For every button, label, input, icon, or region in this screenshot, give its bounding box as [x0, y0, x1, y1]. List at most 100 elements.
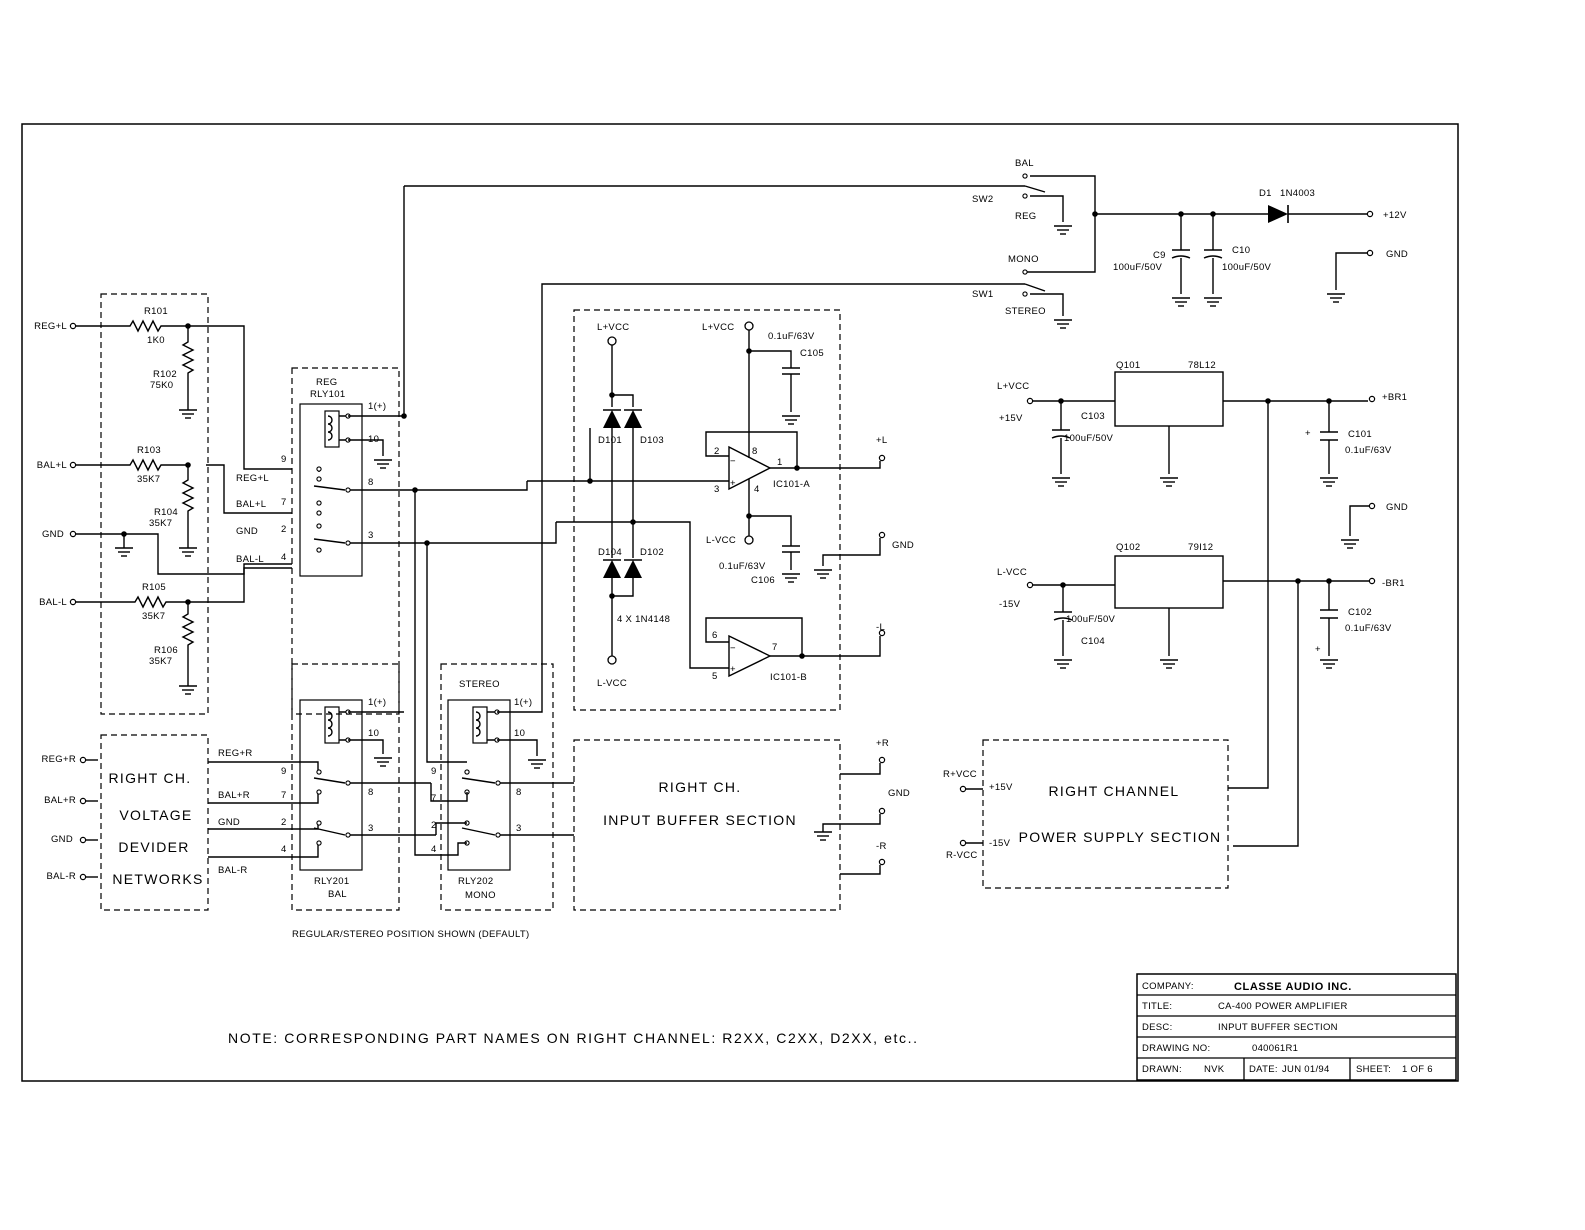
reg-gnd-label: GND [1386, 502, 1408, 513]
default-position-note: REGULAR/STEREO POSITION SHOWN (DEFAULT) [292, 929, 529, 940]
rly201-pin-2: 2 [281, 817, 287, 828]
right-divider-line4: NETWORKS [112, 871, 203, 887]
rly101-pin-7: 7 [281, 497, 287, 508]
r106-ref: R106 [154, 645, 178, 656]
rly202-pin-10: 10 [514, 728, 525, 739]
r102-ref: R102 [153, 369, 177, 380]
rly202-pin-8: 8 [516, 787, 522, 798]
rly202-sub: MONO [465, 890, 496, 901]
tb-desc: INPUT BUFFER SECTION [1218, 1022, 1338, 1033]
out-minus-r: -R [876, 841, 887, 852]
terminal-reg-plus-l: REG+L [34, 321, 67, 332]
q101-part: 78L12 [1188, 360, 1216, 371]
terminal-bal-minus-l: BAL-L [39, 597, 67, 608]
c102-value: 0.1uF/63V [1345, 623, 1392, 634]
opamp-a-pin4: 4 [754, 484, 760, 495]
d1-part: 1N4003 [1280, 188, 1315, 199]
c9-ref: C9 [1153, 250, 1166, 261]
tb-date: JUN 01/94 [1282, 1064, 1330, 1075]
right-psu-line2: POWER SUPPLY SECTION [1019, 829, 1222, 845]
c102-ref: C102 [1348, 607, 1372, 618]
right-psu-line1: RIGHT CHANNEL [1049, 783, 1180, 799]
tb-title-label: TITLE: [1142, 1001, 1172, 1012]
out-plus-l: +L [876, 435, 887, 446]
d101-ref: D101 [598, 435, 622, 446]
out-plus-br1: +BR1 [1382, 392, 1407, 403]
tb-sheet: 1 OF 6 [1402, 1064, 1433, 1075]
c10-ref: C10 [1232, 245, 1250, 256]
left-voltage-divider: R101 1K0 R102 75K0 R103 35K7 R104 35K7 R… [76, 293, 292, 715]
r105-ref: R105 [142, 582, 166, 593]
c102-plus: + [1315, 644, 1321, 655]
rly202-ref: RLY202 [458, 876, 493, 887]
net-reg-plus-r: REG+R [218, 748, 253, 759]
rly101-pin-9: 9 [281, 454, 287, 465]
opamp-b-pin7: 7 [772, 642, 778, 653]
rly202-pin-4: 4 [431, 844, 437, 855]
opamp-b-minus: − [730, 643, 736, 654]
rly201-pin-9: 9 [281, 766, 287, 777]
rly202-pin-3: 3 [516, 823, 522, 834]
c103-value: 100uF/50V [1064, 433, 1114, 444]
r101-ref: R101 [144, 306, 168, 317]
q102-part: 79I12 [1188, 542, 1213, 553]
q101-in-volt: +15V [999, 413, 1023, 424]
buffer-lvcc-top-2: L+VCC [702, 322, 734, 333]
rly201-pin-7: 7 [281, 790, 287, 801]
c105-value: 0.1uF/63V [768, 331, 815, 342]
rly101-top-label: REG [316, 377, 338, 388]
q102-ref: Q102 [1116, 542, 1140, 553]
rly101-pin-2: 2 [281, 524, 287, 535]
right-divider-line1: RIGHT CH. [109, 770, 192, 786]
q102-in-label: L-VCC [997, 567, 1027, 578]
title-block: COMPANY: CLASSE AUDIO INC. TITLE: CA-400… [1136, 973, 1457, 1081]
buffer-lvcc-top: L+VCC [597, 322, 629, 333]
c104-value: 100uF/50V [1066, 614, 1116, 625]
tb-company-label: COMPANY: [1142, 981, 1194, 992]
right-psu-nvcc: R-VCC [946, 850, 978, 861]
rly101-pin-4: 4 [281, 552, 287, 563]
out-minus-l: -L [876, 622, 885, 633]
net-bal-minus-r: BAL-R [218, 865, 247, 876]
right-buffer-line1: RIGHT CH. [659, 779, 742, 795]
terminal-bal-plus-l: BAL+L [37, 460, 67, 471]
rly101-net-reg-plus-l: REG+L [236, 473, 269, 484]
q101-ref: Q101 [1116, 360, 1140, 371]
sw2-top-label: BAL [1015, 158, 1034, 169]
right-psu-p15: +15V [989, 782, 1013, 793]
c106-value: 0.1uF/63V [719, 561, 766, 572]
mode-switches: BAL SW2 REG MONO SW1 STEREO [404, 158, 1096, 329]
opamp-a-pin3: 3 [714, 484, 720, 495]
r101-value: 1K0 [147, 335, 165, 346]
left-input-buffer: L+VCC D101 D103 D104 D102 4 X 1N4148 L-V… [527, 309, 914, 711]
r105-value: 35K7 [142, 611, 165, 622]
q102-in-volt: -15V [999, 599, 1021, 610]
supply-12v: D1 1N4003 +12V C9 100uF/50V C10 100uF/50… [1092, 188, 1408, 307]
opamp-a-pin2: 2 [714, 446, 720, 457]
regulator-q102: L-VCC -15V 100uF/50V C104 Q102 79I12 + C… [997, 542, 1405, 669]
sheet-border [21, 123, 1459, 1082]
tb-drawing: 040061R1 [1252, 1043, 1298, 1054]
rly201-pin-8: 8 [368, 787, 374, 798]
tb-drawn-label: DRAWN: [1142, 1064, 1182, 1075]
regulator-gnd: GND [1340, 502, 1408, 549]
r106-value: 35K7 [149, 656, 172, 667]
rly202-top-label: STEREO [459, 679, 500, 690]
rly201-pin-3: 3 [368, 823, 374, 834]
net-bal-plus-r: BAL+R [218, 790, 250, 801]
c10-value: 100uF/50V [1222, 262, 1272, 273]
out-gnd-r: GND [888, 788, 910, 799]
sw1-ref: SW1 [972, 289, 994, 300]
opamp-a-ref: IC101-A [773, 479, 810, 490]
buffer-lvcc-bottom-2: L-VCC [706, 535, 736, 546]
input-terminals: REG+L BAL+L GND BAL-L REG+R BAL+R GND BA… [34, 321, 87, 882]
tb-drawn: NVK [1204, 1064, 1225, 1075]
buffer-lvcc-bottom: L-VCC [597, 678, 627, 689]
opamp-b-pin6: 6 [712, 630, 718, 641]
opamp-b-ref: IC101-B [770, 672, 807, 683]
out-plus-r: +R [876, 738, 889, 749]
opamp-b-pin5: 5 [712, 671, 718, 682]
terminal-bal-plus-r: BAL+R [44, 795, 76, 806]
d104-ref: D104 [598, 547, 622, 558]
